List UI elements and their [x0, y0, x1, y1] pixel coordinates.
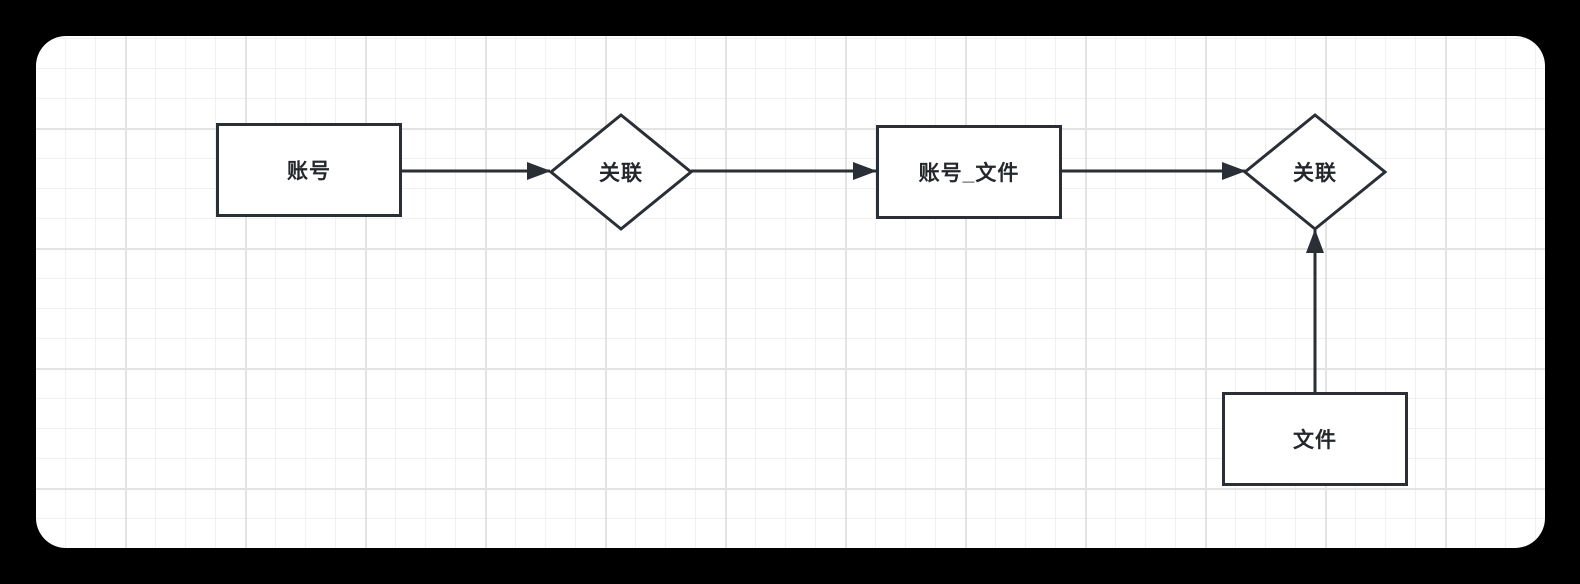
- node-account: 账号: [216, 123, 402, 217]
- diagram-canvas: 账号 关联 账号_文件 关联 文件: [36, 36, 1545, 548]
- edge-layer: [402, 162, 1324, 392]
- node-relation-2-label: 关联: [1293, 162, 1337, 185]
- diamond-shape: [1242, 113, 1388, 231]
- node-relation-2: 关联: [1242, 112, 1388, 232]
- node-file: 文件: [1222, 392, 1408, 486]
- node-account-file: 账号_文件: [876, 125, 1062, 219]
- node-account-label: 账号: [287, 160, 331, 183]
- diamond-shape: [548, 113, 694, 231]
- node-relation-1-label: 关联: [599, 162, 643, 185]
- node-account-file-label: 账号_文件: [918, 162, 1020, 185]
- node-file-label: 文件: [1293, 429, 1337, 452]
- node-relation-1: 关联: [548, 112, 694, 232]
